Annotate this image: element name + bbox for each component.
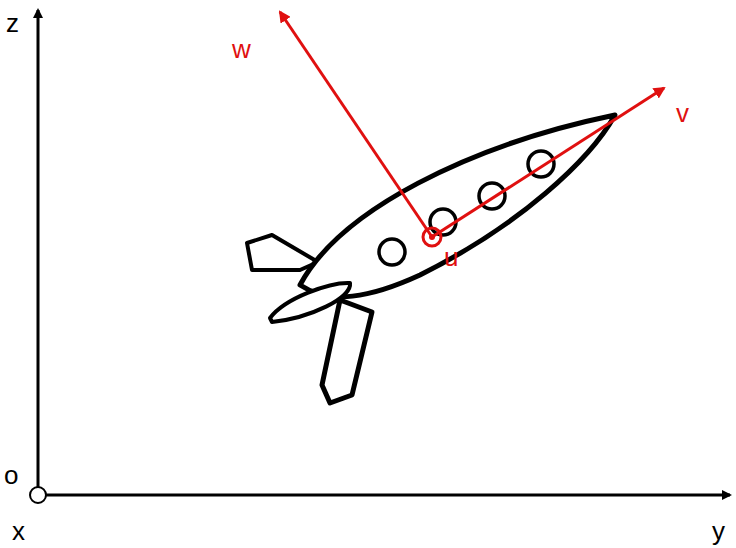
axis-label: u (444, 244, 458, 270)
x-axis-out-of-page (30, 487, 46, 503)
v-axis (432, 88, 664, 237)
axis-label: x (12, 518, 25, 544)
w-axis (280, 12, 432, 237)
axis-label: z (6, 10, 19, 36)
z-axis (37, 10, 40, 495)
rocket-bottom-fin (322, 300, 372, 403)
rocket (247, 115, 615, 403)
rocket-top-fin (247, 235, 318, 270)
u-axis-dot (429, 234, 435, 240)
rocket-exhaust (270, 283, 350, 322)
world-axes (30, 10, 730, 503)
axis-label: y (712, 518, 725, 544)
axis-label: w (232, 36, 251, 62)
axis-label: v (676, 100, 689, 126)
origin-label: o (4, 462, 18, 488)
u-axis-out-of-page (423, 228, 441, 246)
body-axes (280, 12, 664, 246)
y-axis (38, 494, 730, 497)
rocket-window (379, 239, 405, 265)
rocket-body (300, 115, 615, 297)
